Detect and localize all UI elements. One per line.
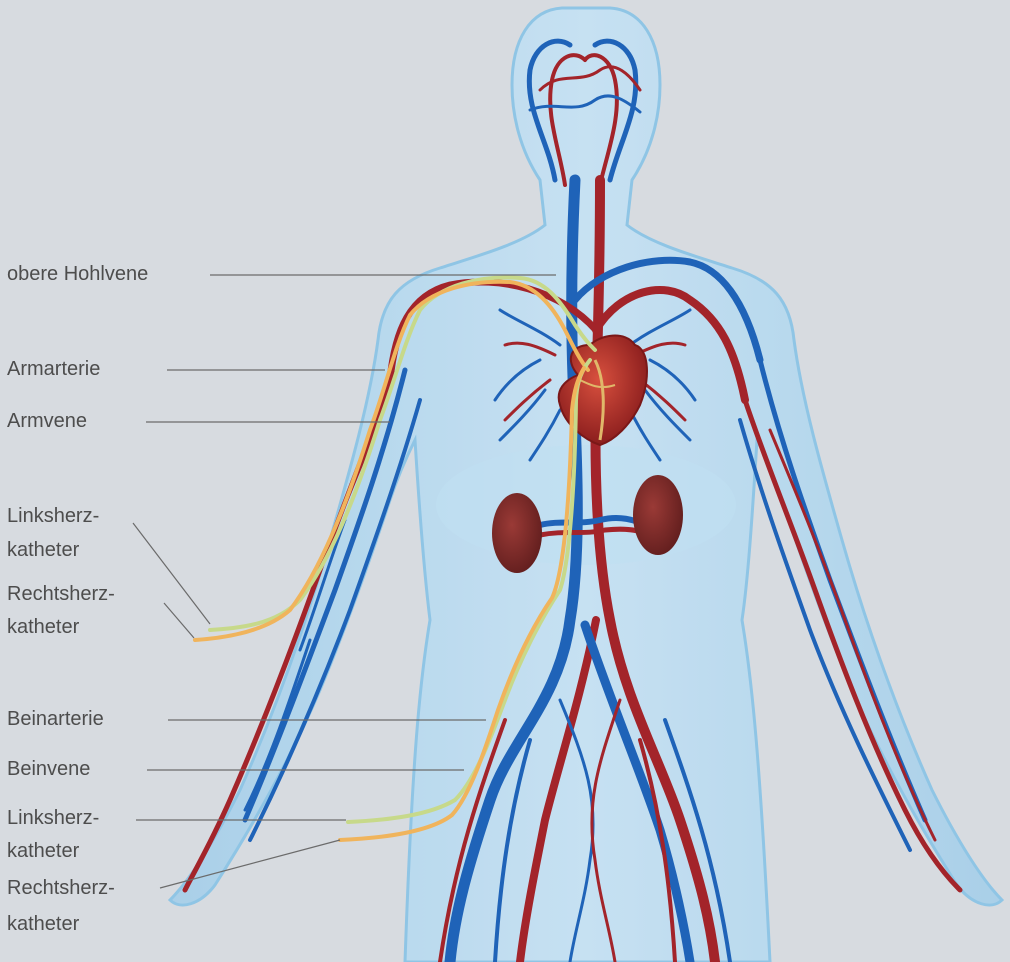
label-leg-right-catheter-line1: Rechtsherz- <box>7 876 115 901</box>
label-arm-right-catheter-line1: Rechtsherz- <box>7 582 115 607</box>
leader-line-arm-right-catheter <box>164 603 194 638</box>
label-leg-vein: Beinvene <box>7 757 90 782</box>
left-kidney <box>633 475 683 555</box>
right-kidney <box>492 493 542 573</box>
label-leg-left-catheter-line1: Linksherz- <box>7 806 99 831</box>
label-leg-artery: Beinarterie <box>7 707 104 732</box>
label-arm-left-catheter-line2: katheter <box>7 538 79 563</box>
label-leg-left-catheter-line2: katheter <box>7 839 79 864</box>
label-arm-vein: Armvene <box>7 409 87 434</box>
label-vena-cava: obere Hohlvene <box>7 262 148 287</box>
label-arm-right-catheter-line2: katheter <box>7 615 79 640</box>
leader-line-arm-left-catheter <box>133 523 210 624</box>
leader-line-leg-right-catheter <box>160 840 340 888</box>
label-arm-artery: Armarterie <box>7 357 100 382</box>
label-leg-right-catheter-line2: katheter <box>7 912 79 937</box>
body-silhouette <box>170 8 1002 962</box>
label-arm-left-catheter-line1: Linksherz- <box>7 504 99 529</box>
